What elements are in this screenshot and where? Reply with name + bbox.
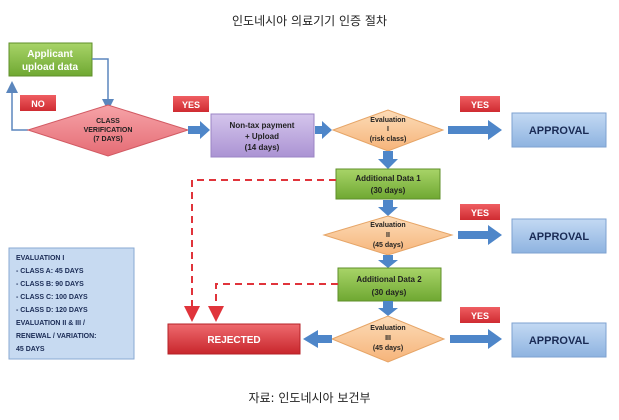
- diagram-title: 인도네시아 의료기기 인증 절차: [232, 14, 387, 28]
- yes-badge-eval3-label: YES: [471, 311, 489, 321]
- approval-box-3: APPROVAL: [511, 322, 607, 358]
- no-badge: NO: [20, 95, 56, 111]
- approval-1-label: APPROVAL: [529, 125, 590, 137]
- ad1-line2: (30 days): [371, 186, 406, 195]
- eval1-line3: (risk class): [370, 136, 407, 143]
- rejection-dashed-paths: [184, 179, 338, 322]
- yes-badge-eval3: YES: [460, 307, 500, 323]
- approval-2-label: APPROVAL: [529, 231, 590, 243]
- arrow-to-approval-2: [458, 225, 502, 245]
- class-verification-line1: CLASS: [96, 118, 120, 125]
- yes-badge-eval1-label: YES: [471, 100, 489, 110]
- ad1-line1: Additional Data 1: [355, 174, 421, 183]
- ad2-line2: (30 days): [372, 288, 407, 297]
- rejected-label: REJECTED: [207, 335, 260, 346]
- payment-line1: Non-tax payment: [230, 121, 295, 130]
- arrow-ad2-to-eval3: [378, 301, 398, 316]
- approval-3-label: APPROVAL: [529, 335, 590, 347]
- arrow-to-approval-1: [448, 120, 502, 140]
- arrow-ad1-to-eval2: [378, 200, 398, 216]
- eval2-line1: Evaluation: [370, 222, 405, 229]
- source-caption: 자료: 인도네시아 보건부: [248, 391, 371, 405]
- arrow-eval3-to-rejected: [303, 330, 332, 348]
- class-verification-diamond: CLASS VERIFICATION (7 DAYS): [26, 104, 190, 157]
- legend-line-2: - CLASS A: 45 DAYS: [16, 268, 84, 275]
- legend-line-5: - CLASS D: 120 DAYS: [16, 307, 88, 314]
- eval2-line3: (45 days): [373, 242, 403, 249]
- yes-badge-eval1: YES: [460, 96, 500, 112]
- rejected-box: REJECTED: [167, 323, 301, 355]
- legend-line-6: EVALUATION II & III /: [16, 320, 85, 327]
- yes-badge-class-label: YES: [182, 100, 200, 110]
- class-verification-line3: (7 DAYS): [93, 136, 122, 143]
- evaluation-3-diamond: Evaluation III (45 days): [330, 315, 446, 363]
- additional-data-1-node: Additional Data 1 (30 days): [335, 168, 441, 200]
- no-badge-label: NO: [31, 99, 45, 109]
- evaluation-1-diamond: Evaluation I (risk class): [331, 109, 445, 152]
- arrow-to-payment: [188, 121, 210, 139]
- evaluation-2-diamond: Evaluation II (45 days): [322, 215, 454, 256]
- arrow-eval1-to-ad1: [378, 151, 398, 169]
- arrow-to-approval-3: [450, 329, 502, 349]
- applicant-connectors: [5, 58, 114, 131]
- eval2-line2: II: [386, 232, 390, 239]
- yes-badge-eval2: YES: [460, 204, 500, 220]
- payment-line3: (14 days): [245, 143, 280, 152]
- legend-line-8: 45 DAYS: [16, 346, 45, 353]
- class-verification-line2: VERIFICATION: [84, 127, 133, 134]
- eval3-line3: (45 days): [373, 345, 403, 352]
- additional-data-2-node: Additional Data 2 (30 days): [337, 267, 442, 302]
- applicant-label-line1: Applicant: [27, 49, 73, 60]
- yes-badge-eval2-label: YES: [471, 208, 489, 218]
- approval-box-1: APPROVAL: [511, 112, 607, 148]
- applicant-label-line2: upload data: [22, 62, 79, 73]
- arrow-to-eval1: [315, 121, 332, 139]
- legend-line-3: - CLASS B: 90 DAYS: [16, 281, 84, 288]
- evaluation-legend: EVALUATION I - CLASS A: 45 DAYS - CLASS …: [8, 247, 135, 360]
- eval3-line1: Evaluation: [370, 325, 405, 332]
- non-tax-payment-node: Non-tax payment + Upload (14 days): [210, 113, 315, 158]
- eval3-line2: III: [385, 335, 391, 342]
- arrow-eval2-to-ad2: [378, 255, 398, 268]
- eval1-line1: Evaluation: [370, 117, 405, 124]
- payment-line2: + Upload: [245, 132, 279, 141]
- legend-line-4: - CLASS C: 100 DAYS: [16, 294, 88, 301]
- eval1-line2: I: [387, 126, 389, 133]
- applicant-node: Applicant upload data: [8, 42, 93, 77]
- ad2-line1: Additional Data 2: [356, 275, 422, 284]
- approval-box-2: APPROVAL: [511, 218, 607, 254]
- legend-line-1: EVALUATION I: [16, 255, 64, 262]
- yes-badge-class: YES: [173, 96, 209, 112]
- legend-line-7: RENEWAL / VARIATION:: [16, 333, 97, 340]
